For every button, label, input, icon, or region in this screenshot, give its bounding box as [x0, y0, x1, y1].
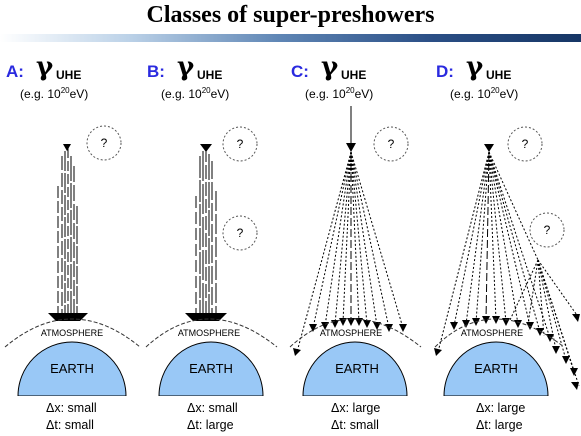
- panel-a: A: γ UHE (e.g. 1020eV) ? ATMOSPHERE EART…: [0, 52, 145, 436]
- gamma-symbol: γ: [466, 52, 484, 82]
- unknown-circle-lower: [222, 215, 258, 251]
- shower-diagram-a: ? ATMOSPHERE EARTH: [4, 125, 141, 396]
- energy-example: (e.g. 1020eV): [20, 86, 89, 101]
- uhe-subscript: UHE: [197, 68, 223, 82]
- question-mark: ?: [388, 137, 395, 151]
- energy-example: (e.g. 1020eV): [450, 86, 519, 101]
- atmosphere-label: ATMOSPHERE: [320, 328, 382, 338]
- uhe-subscript: UHE: [486, 68, 512, 82]
- arrow-head: [346, 143, 356, 152]
- delta-t-label: Δt: large: [187, 418, 234, 432]
- gamma-symbol: γ: [321, 52, 339, 82]
- atmosphere-arc: [145, 318, 278, 348]
- unknown-circle-upper: [222, 126, 258, 162]
- earth-shape: [443, 341, 549, 396]
- shower-diagram-b: ? ? ATMOSPHERE EARTH: [145, 126, 278, 396]
- delta-x-label: Δx: small: [46, 401, 97, 415]
- delta-x-label: Δx: large: [476, 401, 526, 415]
- page-title: Classes of super-preshowers: [146, 2, 435, 28]
- uhe-subscript: UHE: [341, 68, 367, 82]
- earth-label: EARTH: [189, 361, 233, 376]
- gamma-symbol: γ: [36, 52, 54, 82]
- question-mark: ?: [237, 137, 244, 151]
- unknown-circle-lower: [529, 212, 565, 248]
- title-underline-bar: [0, 34, 581, 42]
- question-mark: ?: [544, 223, 551, 237]
- arrow-head: [484, 144, 494, 152]
- atmosphere-label: ATMOSPHERE: [178, 328, 240, 338]
- panel-label: A:: [6, 62, 24, 81]
- question-mark: ?: [237, 226, 244, 240]
- atmosphere-label: ATMOSPHERE: [41, 328, 103, 338]
- question-mark: ?: [101, 136, 108, 150]
- panel-label: D:: [436, 62, 454, 81]
- delta-t-label: Δt: large: [476, 418, 523, 432]
- panel-label: B:: [147, 62, 165, 81]
- shower-fan-lines: [437, 151, 551, 353]
- atmosphere-label: ATMOSPHERE: [461, 328, 523, 338]
- earth-label: EARTH: [335, 361, 379, 376]
- panel-b: B: γ UHE (e.g. 1020eV) ? ? ATMOSPHERE EA…: [141, 52, 286, 436]
- panel-label: C:: [291, 62, 309, 81]
- unknown-circle: [86, 125, 122, 161]
- energy-example: (e.g. 1020eV): [305, 86, 374, 101]
- delta-x-label: Δx: small: [187, 401, 238, 415]
- earth-shape: [158, 341, 264, 396]
- shower-diagram-c: ? ATMOS: [289, 106, 422, 396]
- panel-c: C: γ UHE (e.g. 1020eV) ?: [285, 52, 430, 436]
- shower-front: [185, 313, 227, 321]
- atmosphere-arc: [434, 318, 565, 348]
- atmosphere-arc: [289, 318, 422, 348]
- uhe-subscript: UHE: [56, 68, 82, 82]
- earth-label: EARTH: [474, 361, 518, 376]
- arrow-head: [63, 144, 71, 151]
- earth-shape: [302, 341, 408, 396]
- delta-x-label: Δx: large: [331, 401, 381, 415]
- earth-label: EARTH: [50, 361, 94, 376]
- delta-t-label: Δt: small: [46, 418, 94, 432]
- panel-d: D: γ UHE (e.g. 1020eV) ? ?: [430, 52, 580, 436]
- question-mark: ?: [522, 137, 529, 151]
- gamma-symbol: γ: [177, 52, 195, 82]
- unknown-circle-upper: [507, 126, 543, 162]
- shower-lines: [57, 148, 78, 314]
- delta-t-label: Δt: small: [331, 418, 379, 432]
- energy-example: (e.g. 1020eV): [161, 86, 230, 101]
- earth-shape: [17, 341, 127, 396]
- shower-diagram-d: ? ?: [434, 126, 580, 396]
- unknown-circle: [373, 126, 409, 162]
- atmosphere-arc: [4, 318, 141, 348]
- shower-fan-lines: [296, 151, 404, 353]
- shower-lines: [195, 148, 217, 314]
